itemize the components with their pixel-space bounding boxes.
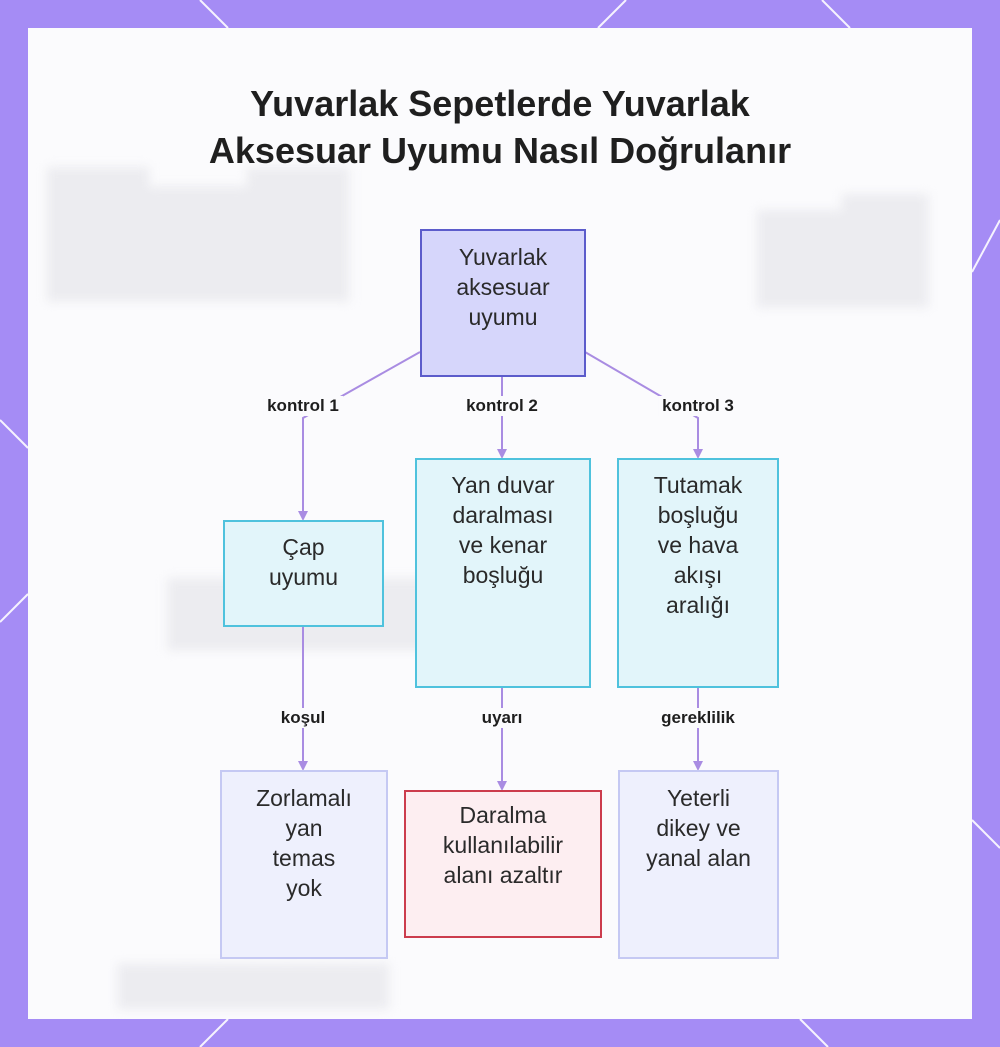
node-text: boşluğu — [462, 562, 544, 588]
node-text: temas — [272, 845, 336, 871]
node-text: Tutamak — [653, 472, 743, 498]
node-text: aralığı — [666, 592, 730, 618]
node-sufficient-space: Yeterli dikey ve yanal alan — [618, 770, 779, 959]
node-taper-warning: Daralma kullanılabilir alanı azaltır — [404, 790, 602, 938]
node-text: akışı — [673, 562, 723, 588]
edge-label-control-1: kontrol 1 — [263, 396, 343, 416]
node-text: boşluğu — [657, 502, 739, 528]
node-text: dikey ve — [656, 815, 741, 841]
edge-label-control-3: kontrol 3 — [658, 396, 738, 416]
edge-label-control-2: kontrol 2 — [462, 396, 542, 416]
diagram-title: Yuvarlak Sepetlerde Yuvarlak Aksesuar Uy… — [0, 80, 1000, 174]
node-handle-clearance: Tutamak boşluğu ve hava akışı aralığı — [617, 458, 779, 688]
node-text: Daralma — [459, 802, 547, 828]
node-round-accessory-fit: Yuvarlak aksesuar uyumu — [420, 229, 586, 377]
node-text: Çap — [282, 534, 325, 560]
node-text: Yuvarlak — [458, 244, 548, 270]
node-text: yan — [285, 815, 323, 841]
node-text: uyumu — [468, 304, 538, 330]
node-no-forced-contact: Zorlamalı yan temas yok — [220, 770, 388, 959]
node-text: aksesuar — [456, 274, 550, 300]
node-text: uyumu — [268, 564, 339, 590]
blurred-background-art-4: ▇▇▇▇▇▇▇▇ — [118, 959, 389, 1008]
node-text: ve kenar — [458, 532, 548, 558]
node-text: alanı azaltır — [443, 862, 563, 888]
edge-label-requirement: gereklilik — [657, 708, 739, 728]
blurred-background-art-2: ▆▇ — [758, 181, 928, 304]
node-text: Yan duvar — [451, 472, 555, 498]
node-text: ve hava — [657, 532, 739, 558]
node-text: Zorlamalı — [256, 785, 352, 811]
title-line-2: Aksesuar Uyumu Nasıl Doğrulanır — [208, 130, 792, 171]
title-line-1: Yuvarlak Sepetlerde Yuvarlak — [250, 83, 750, 124]
node-text: Yeterli — [666, 785, 731, 811]
node-diameter-fit: Çap uyumu — [223, 520, 384, 627]
node-text: daralması — [452, 502, 554, 528]
node-text: kullanılabilir — [442, 832, 564, 858]
node-side-wall-taper: Yan duvar daralması ve kenar boşluğu — [415, 458, 591, 688]
blurred-background-art: ▇▆▇ — [48, 151, 348, 297]
node-text: yanal alan — [646, 845, 751, 871]
edge-label-condition: koşul — [276, 708, 330, 728]
node-text: yok — [286, 875, 322, 901]
diagram-panel: ▇▆▇ ▆▇ ▇▇▇▇▇▇ ▇▇▇▇▇▇▇▇ — [28, 28, 972, 1019]
edge-label-warning: uyarı — [477, 708, 527, 728]
